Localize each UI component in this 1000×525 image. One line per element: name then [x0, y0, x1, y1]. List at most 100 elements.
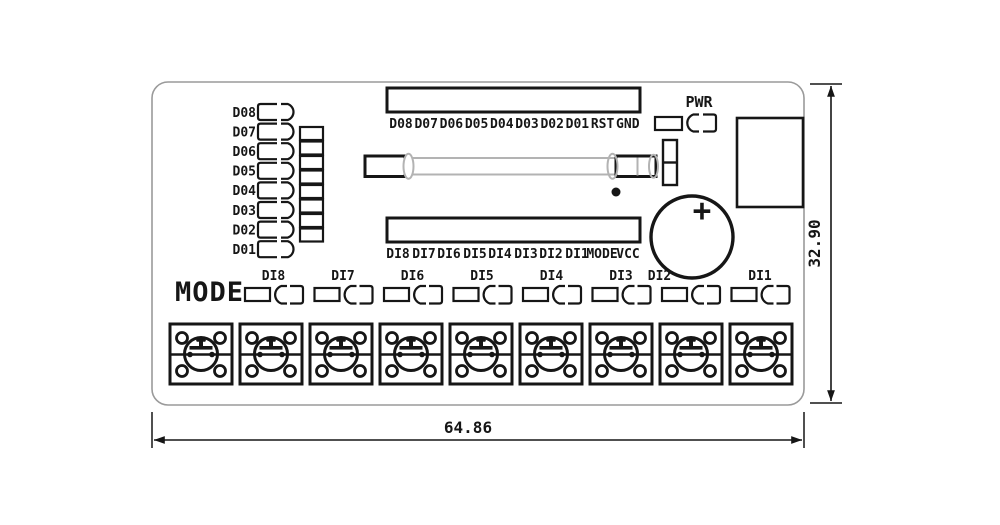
- di-label: DI2: [648, 269, 671, 284]
- switch-contact-dot: [769, 351, 775, 358]
- fiducial-dot: [611, 187, 621, 197]
- led-label: D06: [233, 145, 257, 160]
- di-led-group: DI5: [452, 269, 513, 305]
- capacitor-plus-icon: +: [693, 193, 712, 229]
- pin-label: DI2: [539, 247, 562, 262]
- switch-stem-cap: [196, 338, 206, 342]
- led-pad-square: [256, 220, 277, 239]
- di-label: DI1: [748, 269, 772, 284]
- button-pin-hole: [213, 331, 227, 345]
- capacitor: +: [649, 193, 735, 280]
- pin-label: D05: [465, 117, 488, 132]
- switch-stem-cap: [476, 338, 486, 342]
- button-pin-hole: [773, 331, 787, 345]
- switch-stem: [689, 341, 693, 347]
- fuse-bulge-end: [648, 153, 659, 179]
- button-pin-hole: [353, 364, 367, 378]
- button-pin-hole: [423, 364, 437, 378]
- di-label: DI5: [470, 269, 493, 284]
- switch-contact-dot: [257, 351, 263, 358]
- led-label: D07: [233, 125, 256, 140]
- switch-bridge-bar: [609, 346, 633, 350]
- switch-stem: [339, 341, 343, 347]
- di-led-group: DI1: [730, 269, 791, 305]
- power-jack: [735, 116, 805, 209]
- button-pin-hole: [353, 331, 367, 345]
- resistor-footprint: [298, 198, 325, 214]
- top-connector: [385, 86, 642, 114]
- capacitor-outline: [649, 194, 735, 280]
- pin-label: D04: [490, 117, 514, 132]
- switch-stem-cap: [756, 338, 766, 342]
- switch-stem: [619, 341, 623, 347]
- button-pin-hole: [385, 331, 399, 345]
- pin-label: D02: [540, 117, 563, 132]
- switch-stem-cap: [266, 338, 276, 342]
- di-led-group: DI2: [648, 269, 722, 305]
- led-pad-round: [343, 284, 357, 305]
- led-pad-square: [256, 142, 277, 161]
- switch-stem: [479, 341, 483, 347]
- led-pad-round: [281, 240, 295, 259]
- di-label: DI8: [262, 269, 286, 284]
- button-pin-hole: [595, 331, 609, 345]
- switch-contact-dot: [559, 351, 565, 358]
- button-pin-hole: [315, 331, 329, 345]
- button-actuator-circle: [393, 336, 429, 372]
- board-width-value: 64.86: [444, 418, 492, 437]
- pin-label: DI7: [412, 247, 435, 262]
- switch-contact-dot: [279, 351, 285, 358]
- pushbutton-footprint: [728, 322, 794, 386]
- led-label: D04: [233, 184, 257, 199]
- switch-bridge-bar: [259, 346, 283, 350]
- button-pin-hole: [423, 331, 437, 345]
- switch-stem: [269, 341, 273, 347]
- button-pin-hole: [315, 364, 329, 378]
- switch-stem: [549, 341, 553, 347]
- resistor-footprint: [660, 286, 689, 303]
- pwr-led-footprint: [686, 113, 718, 133]
- button-pin-hole: [563, 364, 577, 378]
- resistor-footprint: [298, 227, 325, 243]
- pin-label: DI6: [437, 247, 461, 262]
- switch-stem: [759, 341, 763, 347]
- switch-bridge-bar: [189, 346, 213, 350]
- di-led-group: DI6: [382, 269, 444, 305]
- led-pad-square: [429, 284, 444, 305]
- resistor-footprint: [452, 286, 480, 303]
- resistor-footprint: [298, 212, 325, 229]
- led-pad-round: [691, 284, 704, 305]
- button-pin-hole: [455, 331, 469, 345]
- pin-label: VCC: [616, 247, 639, 262]
- fuse-body: [403, 157, 619, 176]
- button-pin-hole: [665, 364, 679, 378]
- resistor-footprint: [243, 286, 272, 303]
- led-pad-round: [686, 113, 699, 133]
- led-pad-square: [256, 122, 277, 141]
- switch-contact-dot: [349, 351, 355, 358]
- switch-bridge-bar: [329, 346, 353, 350]
- led-pad-round: [281, 200, 295, 220]
- switch-contact-dot: [537, 351, 543, 358]
- pwr-resistor-footprint: [653, 115, 684, 132]
- height-dimension: 32.90: [805, 83, 842, 404]
- fuse-left-cap: [363, 154, 407, 178]
- button-pin-hole: [735, 331, 749, 345]
- button-pin-hole: [493, 331, 507, 345]
- button-pin-hole: [525, 364, 539, 378]
- switch-contact-dot: [607, 351, 613, 358]
- led-footprint: D04: [233, 181, 295, 200]
- switch-stem: [199, 341, 203, 347]
- pin-label: D08: [389, 117, 413, 132]
- resistor-footprint: [298, 183, 325, 200]
- switch-stem-cap: [616, 338, 626, 342]
- resistor-footprint: [313, 286, 341, 303]
- di-label: DI3: [609, 269, 632, 284]
- switch-contact-dot: [397, 351, 403, 358]
- led-footprint: D06: [233, 142, 295, 161]
